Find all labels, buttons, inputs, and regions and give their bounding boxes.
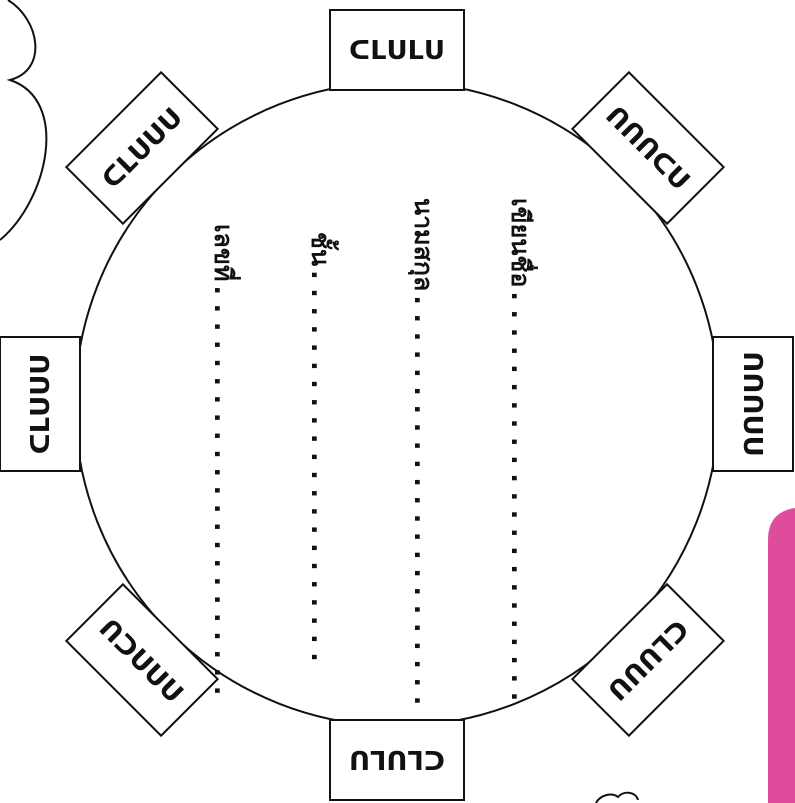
seat-box: ᑕᒪᑌᒪᑌ bbox=[329, 9, 465, 91]
field-surname-label: นามสกุล bbox=[407, 198, 438, 291]
cloud-outline bbox=[0, 0, 48, 241]
seat-box-label: ᑕᒪᑌᑌᑌ bbox=[26, 354, 56, 455]
seat-box-label: ᑕᒪᑌᒪᑌ bbox=[349, 36, 445, 66]
field-class-label: ชั้น bbox=[306, 232, 340, 266]
doodle-icon bbox=[595, 791, 639, 803]
field-number: เลขที่ . . . . . . . . . . . . . . . . . … bbox=[209, 224, 241, 695]
seat-box: ᑕᒪᑌᑌᑌ bbox=[0, 336, 81, 472]
seat-box: ᑎᑎᑎᑌᑌ bbox=[712, 336, 794, 472]
seat-box: ᑕᒪᑌᒪᑌ bbox=[329, 719, 465, 801]
svg-text:เลขที่. . . . . . . . . . . .: เลขที่ . . . . . . . . . . . . . . . . . … bbox=[209, 224, 241, 695]
side-tab bbox=[768, 508, 795, 803]
dotted-line: . . . . . . . . . . . . . . . . . . . . … bbox=[506, 291, 535, 701]
field-name: เขียนชื่อ . . . . . . . . . . . . . . . .… bbox=[506, 198, 538, 701]
dotted-line: . . . . . . . . . . . . . . . . . . . . … bbox=[209, 285, 238, 695]
dotted-line: . . . . . . . . . . . . . . . . . . . . … bbox=[306, 270, 335, 662]
dotted-line: . . . . . . . . . . . . . . . . . . . . … bbox=[409, 295, 438, 705]
svg-text:ชั้น. . . . . . . . . . . . .: ชั้น . . . . . . . . . . . . . . . . . . … bbox=[306, 232, 340, 662]
svg-text:นามสกุล. . . . . . . . . . . .: นามสกุล . . . . . . . . . . . . . . . . .… bbox=[407, 198, 438, 705]
seat-box-label: ᑎᑎᑎᑌᑌ bbox=[737, 351, 767, 457]
svg-text:เขียนชื่อ. . . . . . . . . . .: เขียนชื่อ . . . . . . . . . . . . . . . .… bbox=[506, 198, 538, 701]
field-surname: นามสกุล . . . . . . . . . . . . . . . . .… bbox=[407, 198, 438, 705]
field-class: ชั้น . . . . . . . . . . . . . . . . . . … bbox=[306, 232, 340, 662]
seat-box-label: ᑕᒪᑌᒪᑌ bbox=[349, 744, 445, 774]
field-number-label: เลขที่ bbox=[209, 224, 241, 281]
field-name-label: เขียนชื่อ bbox=[506, 198, 538, 287]
